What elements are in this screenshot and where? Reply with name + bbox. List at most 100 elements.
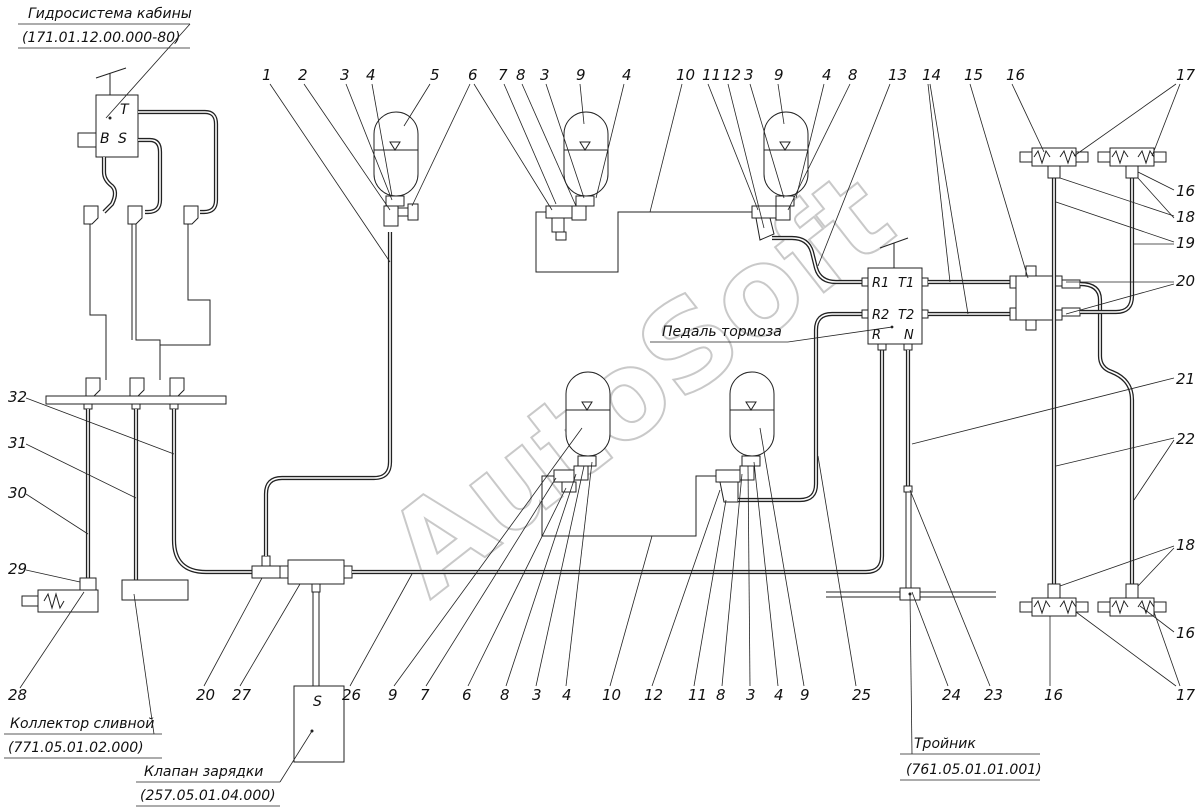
tee-title: Тройник <box>914 736 976 752</box>
callout-16: 16 <box>1006 66 1025 84</box>
callout-7: 7 <box>498 66 508 84</box>
callout-11-bottom: 11 <box>688 686 707 704</box>
callout-13: 13 <box>888 66 907 84</box>
callout-16-right: 16 <box>1176 182 1195 200</box>
callout-20-bottom: 20 <box>196 686 215 704</box>
callout-23: 23 <box>984 686 1003 704</box>
charge-valve-title: Клапан зарядки <box>144 764 263 780</box>
callout-18-right-b: 18 <box>1176 536 1195 554</box>
brake-pedal-title: Педаль тормоза <box>662 324 782 340</box>
callout-15: 15 <box>964 66 983 84</box>
callout-3: 3 <box>340 66 350 84</box>
callout-8-bottom-b: 8 <box>716 686 726 704</box>
drain-manifold-title: Коллектор сливной <box>10 716 154 732</box>
port-T1-label: T1 <box>898 276 914 291</box>
tee-20 <box>251 565 281 579</box>
callout-11: 11 <box>702 66 721 84</box>
callout-9: 9 <box>576 66 586 84</box>
callout-17-bottom: 17 <box>1176 686 1196 704</box>
drain-valve <box>21 577 99 613</box>
accumulator-9-right <box>751 111 809 241</box>
port-B-label: B <box>100 131 110 147</box>
brake-cylinder-bottom-right <box>1097 583 1167 617</box>
brake-cylinder-bottom-left <box>1019 583 1089 617</box>
charge-valve-code: (257.05.01.04.000) <box>140 788 276 804</box>
callout-8-bottom: 8 <box>500 686 510 704</box>
callout-7-bottom: 7 <box>420 686 430 704</box>
callout-3c: 3 <box>744 66 754 84</box>
drain-manifold-block <box>121 579 189 601</box>
callout-21-right: 21 <box>1176 370 1195 388</box>
callout-12: 12 <box>722 66 741 84</box>
watermark: AutoSoft <box>362 146 918 623</box>
callout-8b: 8 <box>848 66 858 84</box>
callout-10: 10 <box>676 66 695 84</box>
callout-20-right: 20 <box>1176 272 1195 290</box>
callout-4: 4 <box>366 66 376 84</box>
callout-14: 14 <box>922 66 941 84</box>
callout-19-right: 19 <box>1176 234 1195 252</box>
port-T2-label: T2 <box>898 308 914 323</box>
accumulator-9-top <box>545 111 609 241</box>
label-brake-pedal: Педаль тормоза <box>650 324 893 343</box>
label-charge-valve: Клапан зарядки (257.05.01.04.000) <box>136 730 313 807</box>
charge-port-S-label: S <box>313 694 322 710</box>
callout-18-right: 18 <box>1176 208 1195 226</box>
callout-9b: 9 <box>774 66 784 84</box>
cab-hydraulics-title: Гидросистема кабины <box>28 6 192 22</box>
accumulator-5 <box>373 111 419 227</box>
callout-17: 17 <box>1176 66 1196 84</box>
brake-cylinder-top-left <box>1019 147 1089 179</box>
label-drain-manifold: Коллектор сливной (771.05.01.02.000) <box>4 593 162 759</box>
callout-28: 28 <box>8 686 27 704</box>
port-R-label: R <box>872 328 881 343</box>
callout-5: 5 <box>430 66 440 84</box>
drain-manifold-bar <box>45 377 227 410</box>
callout-9-bottom: 9 <box>388 686 398 704</box>
callout-numbers: 1 2 3 4 5 6 7 8 3 9 4 10 11 12 3 9 4 8 <box>8 66 1196 704</box>
label-tee: Тройник (761.05.01.01.001) <box>900 593 1042 781</box>
callout-3b: 3 <box>540 66 550 84</box>
callout-1: 1 <box>262 66 272 84</box>
port-R2-label: R2 <box>872 308 889 323</box>
tee-code: (761.05.01.01.001) <box>906 762 1042 778</box>
cab-hydraulics-code: (171.01.12.00.000-80) <box>22 30 180 46</box>
callout-26: 26 <box>342 686 361 704</box>
callout-8: 8 <box>516 66 526 84</box>
port-N-label: N <box>904 328 914 343</box>
callout-4-bottom-b: 4 <box>774 686 784 704</box>
callout-29: 29 <box>8 560 27 578</box>
callout-9-bottom-b: 9 <box>800 686 810 704</box>
brake-pedal-valve: R1 T1 R2 T2 R N <box>861 237 929 351</box>
callout-16-bottom: 16 <box>1044 686 1063 704</box>
callout-32: 32 <box>8 388 27 406</box>
distribution-block-15 <box>1009 265 1081 331</box>
callout-10-bottom: 10 <box>602 686 621 704</box>
callout-4-bottom: 4 <box>562 686 572 704</box>
brake-cylinder-top-right <box>1097 147 1167 179</box>
callout-2: 2 <box>298 66 308 84</box>
callout-22-right: 22 <box>1176 430 1195 448</box>
callout-6-bottom: 6 <box>462 686 472 704</box>
callout-25: 25 <box>852 686 871 704</box>
port-R1-label: R1 <box>872 276 889 291</box>
callout-6: 6 <box>468 66 478 84</box>
callout-16-right-b: 16 <box>1176 624 1195 642</box>
callout-3-bottom-b: 3 <box>746 686 756 704</box>
callout-31: 31 <box>8 434 27 452</box>
callout-3-bottom: 3 <box>532 686 542 704</box>
callout-12-bottom: 12 <box>644 686 663 704</box>
cab-hydraulics-unit: T B S <box>77 67 219 380</box>
callout-30: 30 <box>8 484 27 502</box>
charge-valve-unit <box>293 685 345 763</box>
callout-27: 27 <box>232 686 252 704</box>
charge-valve-body <box>287 559 345 585</box>
callout-4c: 4 <box>822 66 832 84</box>
callout-4b: 4 <box>622 66 632 84</box>
port-T-label: T <box>120 102 130 118</box>
port-S-label: S <box>118 131 127 147</box>
drain-manifold-code: (771.05.01.02.000) <box>8 740 144 756</box>
label-cab-hydraulics: Гидросистема кабины (171.01.12.00.000-80… <box>18 6 192 119</box>
callout-24: 24 <box>942 686 961 704</box>
